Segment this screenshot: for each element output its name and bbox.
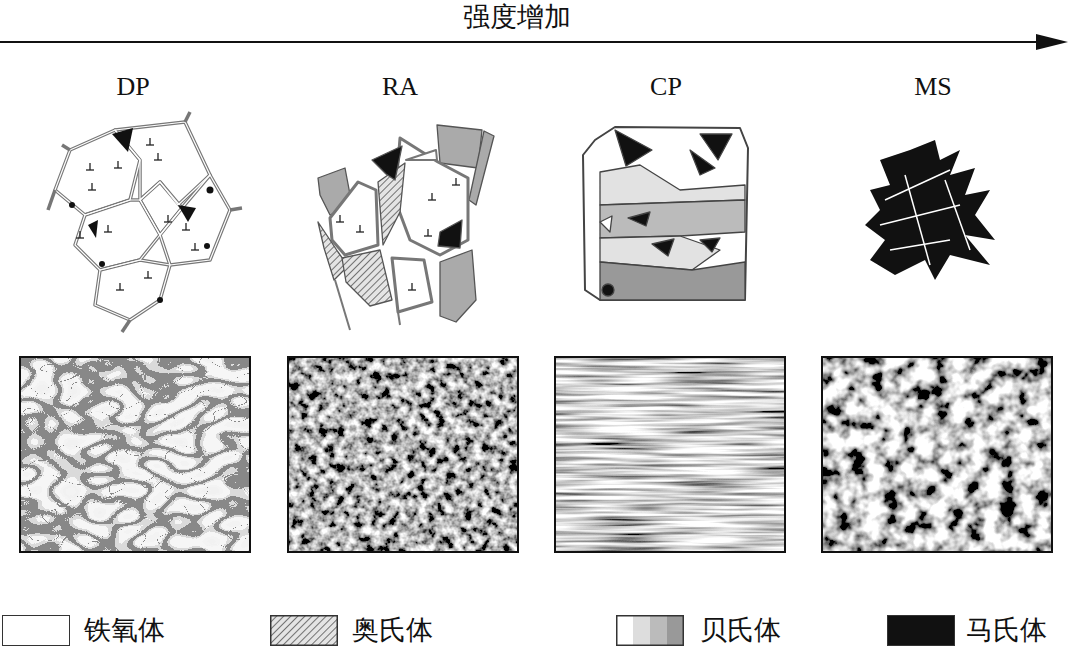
legend-pattern-art [616,615,684,646]
dp-martensite [69,128,214,303]
ra-schematic [318,125,494,330]
cp-schematic [583,127,748,300]
legend-swatch [887,615,955,646]
steel-type-label: CP [650,72,682,102]
steel-type-label: DP [116,72,149,102]
legend-text: 贝氏体 [700,615,781,646]
ms-schematic [865,140,995,280]
legend-text: 奥氏体 [352,615,433,646]
steel-type-label: RA [382,72,418,102]
legend-text: 马氏体 [966,615,1047,646]
dp-schematic [48,112,242,332]
legend-pattern [616,615,684,646]
steel-type-label: MS [914,72,952,102]
dislocation-symbols [76,138,199,290]
legend-pattern-art [270,615,338,646]
ra-dislocations [336,178,460,290]
legend-text: 铁氧体 [84,615,165,646]
micrographs [20,357,1052,552]
legend-pattern [270,615,338,646]
strength-arrow [0,34,1068,50]
arrow-title: 强度增加 [463,2,571,33]
legend-swatch [2,615,70,646]
